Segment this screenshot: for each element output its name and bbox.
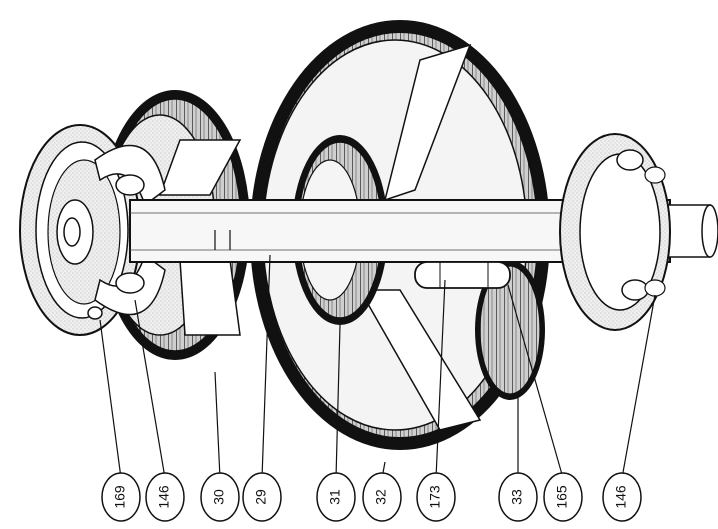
callout-146-right-label: 146 bbox=[613, 485, 629, 509]
callout-169: 169 bbox=[101, 472, 141, 522]
large-gear-32 bbox=[250, 20, 550, 450]
leader-lines bbox=[99, 254, 656, 479]
callout-29: 29 bbox=[242, 472, 282, 522]
leader-165 bbox=[507, 284, 564, 479]
callout-30-label: 30 bbox=[211, 489, 227, 505]
bearing-146-left bbox=[94, 144, 166, 316]
leader-31 bbox=[335, 324, 341, 479]
bearing-146-right bbox=[559, 133, 671, 331]
leader-169 bbox=[99, 319, 122, 479]
callout-29-label: 29 bbox=[253, 489, 269, 505]
leader-146-left bbox=[134, 299, 166, 479]
callout-173-label: 173 bbox=[427, 485, 443, 509]
callout-169-label: 169 bbox=[112, 485, 128, 509]
callout-31-label: 31 bbox=[327, 489, 343, 505]
key-173 bbox=[414, 261, 511, 289]
callout-165: 165 bbox=[543, 472, 583, 522]
callout-33-label: 33 bbox=[509, 489, 525, 505]
callout-30: 30 bbox=[200, 472, 240, 522]
callout-146-left: 146 bbox=[145, 472, 185, 522]
leader-30 bbox=[214, 371, 221, 479]
callout-173: 173 bbox=[416, 472, 456, 522]
gear-33 bbox=[475, 260, 545, 400]
leader-146-right bbox=[621, 294, 656, 479]
leader-29 bbox=[261, 254, 271, 479]
callout-32-label: 32 bbox=[373, 489, 389, 505]
leader-173 bbox=[435, 279, 446, 479]
callout-32: 32 bbox=[362, 472, 402, 522]
callout-165-label: 165 bbox=[554, 485, 570, 509]
callout-146-left-label: 146 bbox=[156, 485, 172, 509]
callout-33: 33 bbox=[498, 472, 538, 522]
callouts: 169 146 30 29 31 32 173 33 bbox=[101, 472, 642, 522]
callout-31: 31 bbox=[316, 472, 356, 522]
callout-146-right: 146 bbox=[602, 472, 642, 522]
